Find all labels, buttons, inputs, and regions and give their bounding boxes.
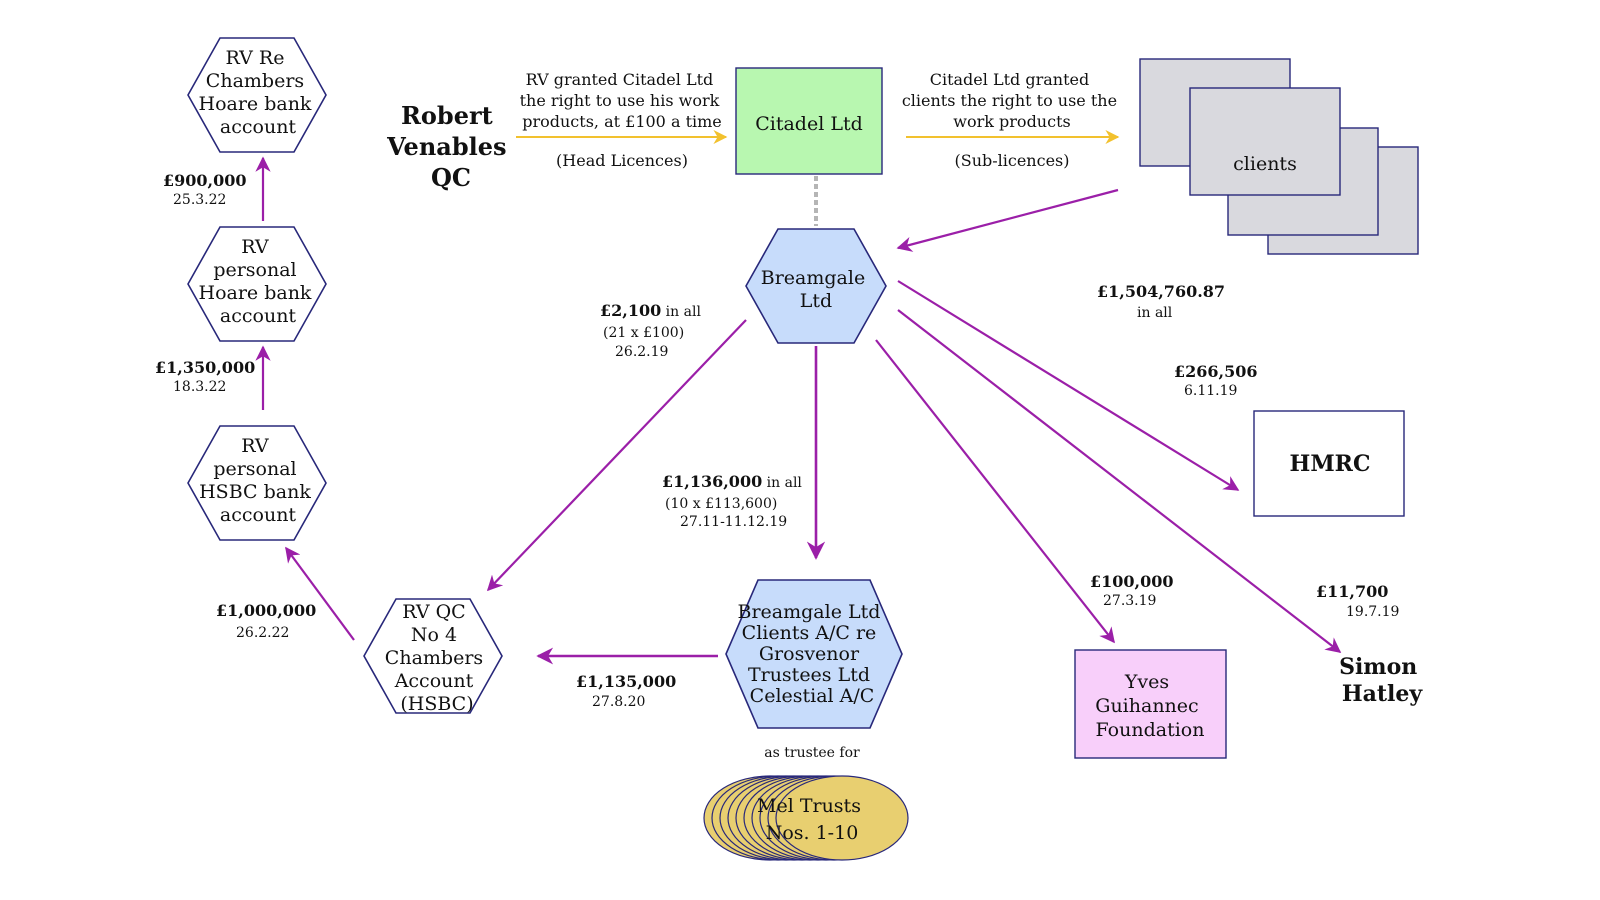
svg-text:27.3.19: 27.3.19 <box>1103 593 1156 609</box>
svg-text:RV QC No 4 Chamber: RV QC No 4 Chambers Account (HSBC) <box>385 601 489 715</box>
node-mel-trusts: Mel Trusts Nos. 1-10 <box>703 775 909 861</box>
label-flow-yves: £100,000 27.3.19 <box>1090 572 1174 609</box>
arrow-clients-to-breamgale <box>896 188 1119 252</box>
node-rv-personal-hsbc: RV personal HSBC bank account <box>187 425 327 541</box>
svg-text:Citadel Ltd: Citadel Ltd <box>755 113 863 135</box>
svg-text:RV personal Hoare: RV personal Hoare bank account <box>199 236 318 327</box>
label-as-trustee-for: as trustee for <box>764 745 860 761</box>
label-flow-2100: £2,100 in all (21 x £100) 26.2.19 <box>600 301 701 360</box>
label-flow-simon: £11,700 19.7.19 <box>1316 582 1399 620</box>
label-flow-1136k: £1,136,000 in all (10 x £113,600) 27.11-… <box>662 472 802 530</box>
label-sub-licences: Citadel Ltd granted clients the right to… <box>902 70 1122 170</box>
svg-text:£266,506: £266,506 <box>1174 362 1258 381</box>
svg-text:19.7.19: 19.7.19 <box>1346 604 1399 620</box>
node-rv-re-chambers-hoare: RV Re Chambers Hoare bank account <box>187 37 327 153</box>
svg-text:£11,700: £11,700 <box>1316 582 1388 601</box>
svg-text:£1,136,000 in all: £1,136,000 in all <box>662 472 802 491</box>
svg-text:HMRC: HMRC <box>1290 451 1371 477</box>
arrow-breamgale-to-hmrc <box>897 280 1240 491</box>
svg-text:Breamgale Ltd Clients A/: Breamgale Ltd Clients A/C re Grosvenor T… <box>738 601 887 707</box>
svg-text:Citadel Ltd granted clie: Citadel Ltd granted clients the right to… <box>902 70 1122 131</box>
svg-text:26.2.19: 26.2.19 <box>615 344 668 360</box>
svg-text:£1,350,000: £1,350,000 <box>155 358 255 377</box>
svg-text:Mel Trusts Nos. 1-10: Mel Trusts Nos. 1-10 <box>757 795 867 844</box>
node-clients: clients <box>1139 58 1419 255</box>
node-yves-guihannec-foundation: Yves Guihannec Foundation <box>1074 649 1227 759</box>
svg-text:Simon Hatley: Simon Hatley <box>1339 654 1425 707</box>
svg-text:(Head Licences): (Head Licences) <box>556 151 688 170</box>
svg-text:26.2.22: 26.2.22 <box>236 625 289 641</box>
arrow-breamgale-to-simon <box>897 309 1342 653</box>
node-rv-personal-hoare: RV personal Hoare bank account <box>187 226 327 342</box>
svg-text:RV personal HSBC b: RV personal HSBC bank account <box>199 435 317 526</box>
svg-text:£1,135,000: £1,135,000 <box>576 672 676 691</box>
svg-text:£2,100 in all: £2,100 in all <box>600 301 701 320</box>
svg-text:27.11-11.12.19: 27.11-11.12.19 <box>680 514 787 530</box>
node-simon-hatley: Simon Hatley <box>1339 654 1425 707</box>
svg-text:in all: in all <box>1137 305 1173 321</box>
svg-text:£100,000: £100,000 <box>1090 572 1174 591</box>
label-head-licences: RV granted Citadel Ltd the right to use … <box>520 70 725 170</box>
arrow-breamgale-to-no4 <box>486 319 747 592</box>
label-flow-hmrc: £266,506 6.11.19 <box>1174 362 1258 399</box>
node-rv-qc-no4-chambers: RV QC No 4 Chambers Account (HSBC) <box>363 598 503 715</box>
svg-text:Breamgale Ltd: Breamgale Ltd <box>761 267 872 312</box>
node-citadel-ltd: Citadel Ltd <box>735 67 883 175</box>
svg-text:£900,000: £900,000 <box>163 171 247 190</box>
svg-text:£1,504,760.87: £1,504,760.87 <box>1097 282 1225 301</box>
label-flow-1000k: £1,000,000 26.2.22 <box>216 601 316 641</box>
node-breamgale-clients-ac: Breamgale Ltd Clients A/C re Grosvenor T… <box>725 579 903 729</box>
svg-text:£1,000,000: £1,000,000 <box>216 601 316 620</box>
svg-text:RV granted Citadel Ltd t: RV granted Citadel Ltd the right to use … <box>520 70 725 131</box>
node-robert-venables-qc: Robert Venables QC <box>386 101 515 192</box>
svg-text:(Sub-licences): (Sub-licences) <box>954 151 1069 170</box>
svg-text:25.3.22: 25.3.22 <box>173 192 226 208</box>
svg-text:RV Re Chambers Hoa: RV Re Chambers Hoare bank account <box>199 47 318 138</box>
label-flow-1135k: £1,135,000 27.8.20 <box>576 672 676 710</box>
svg-text:clients: clients <box>1233 153 1297 175</box>
svg-text:(21 x £100): (21 x £100) <box>603 325 684 341</box>
svg-text:18.3.22: 18.3.22 <box>173 379 226 395</box>
svg-text:Robert Venables QC: Robert Venables QC <box>386 101 515 192</box>
label-flow-total: £1,504,760.87 in all <box>1097 282 1225 321</box>
arrow-no4-to-personal-hsbc <box>285 546 355 641</box>
svg-text:(10 x £113,600): (10 x £113,600) <box>665 496 777 512</box>
arrow-breamgale-to-yves <box>875 339 1115 644</box>
label-flow-900k: £900,000 25.3.22 <box>163 171 247 208</box>
node-hmrc: HMRC <box>1253 410 1405 517</box>
node-breamgale-ltd: Breamgale Ltd <box>745 228 887 344</box>
label-flow-1350k: £1,350,000 18.3.22 <box>155 358 255 395</box>
svg-text:6.11.19: 6.11.19 <box>1184 383 1237 399</box>
svg-text:Yves Guihannec Fou: Yves Guihannec Foundation <box>1095 671 1204 741</box>
svg-text:27.8.20: 27.8.20 <box>592 694 645 710</box>
